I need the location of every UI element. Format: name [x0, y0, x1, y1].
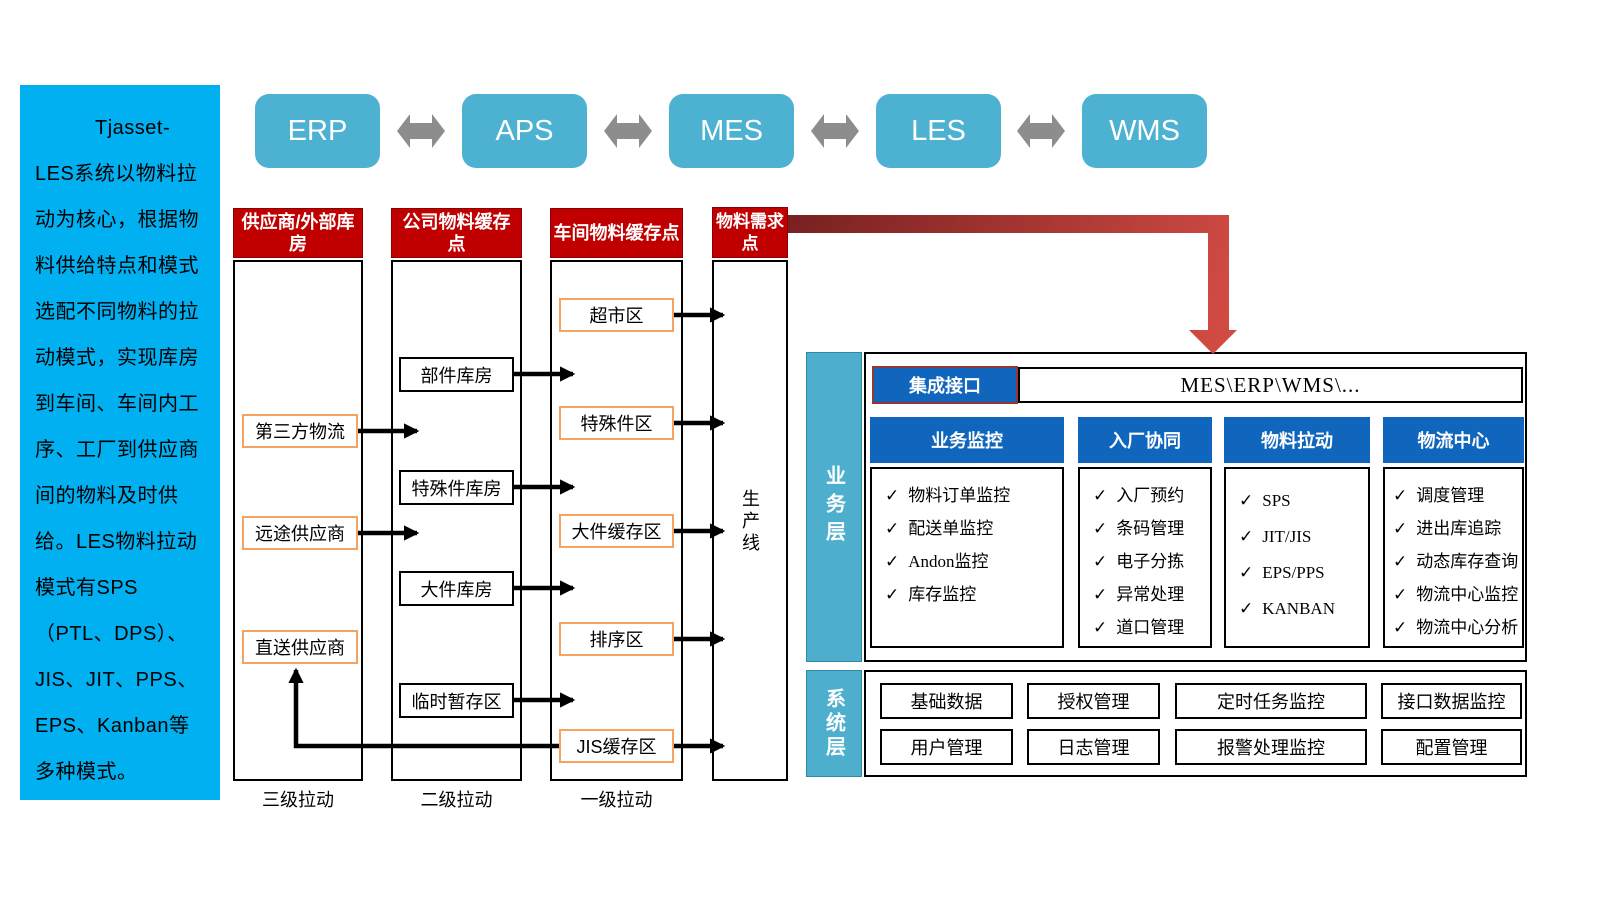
system-button-configuration: 配置管理 [1381, 729, 1522, 765]
check-icon: ✓ [885, 519, 900, 538]
system-button-scheduled-task-monitoring: 定时任务监控 [1175, 683, 1367, 719]
flow-node-temporary-storage: 临时暂存区 [399, 683, 514, 718]
system-button-log-management: 日志管理 [1027, 729, 1160, 765]
checklist-item: ✓库存监控 [885, 585, 977, 604]
checklist-item: ✓物流中心分析 [1393, 618, 1519, 637]
system-button-interface-data-monitoring: 接口数据监控 [1381, 683, 1522, 719]
flow-node-large-parts-warehouse: 大件库房 [399, 571, 514, 606]
check-icon: ✓ [1393, 552, 1408, 571]
check-icon: ✓ [1239, 563, 1254, 582]
checklist-logistics-center: ✓调度管理 ✓进出库追踪 ✓动态库存查询 ✓物流中心监控 ✓物流中心分析 [1383, 467, 1524, 648]
check-icon: ✓ [1239, 491, 1254, 510]
check-icon: ✓ [1093, 552, 1108, 571]
production-line-label: 生产线 [740, 489, 760, 555]
system-button-user-management: 用户管理 [880, 729, 1013, 765]
checklist-item: ✓进出库追踪 [1393, 519, 1502, 538]
check-icon: ✓ [1393, 585, 1408, 604]
check-icon: ✓ [1239, 527, 1254, 546]
system-chain-box-erp: ERP [255, 94, 380, 168]
flow-node-special-parts-warehouse: 特殊件库房 [399, 470, 514, 505]
checklist-item: ✓条码管理 [1093, 519, 1185, 538]
pull-level-label-3: 三级拉动 [262, 790, 334, 810]
intro-panel: Tjasset-LES系统以物料拉动为核心，根据物料供给特点和模式选配不同物料的… [20, 85, 220, 800]
flow-node-jis-buffer-area: JIS缓存区 [559, 729, 674, 763]
pull-level-label-2: 二级拉动 [420, 790, 493, 810]
checklist-item: ✓动态库存查询 [1393, 552, 1519, 571]
checklist-item: ✓JIT/JIS [1239, 527, 1312, 546]
flow-node-special-parts-area: 特殊件区 [559, 406, 674, 440]
intro-text: Tjasset-LES系统以物料拉动为核心，根据物料供给特点和模式选配不同物料的… [35, 117, 199, 783]
checklist-item: ✓道口管理 [1093, 618, 1185, 637]
column-header-demand-point: 物料需求点 [712, 207, 788, 258]
flow-node-third-party-logistics: 第三方物流 [242, 414, 358, 448]
checklist-item: ✓配送单监控 [885, 519, 994, 538]
checklist-material-pull: ✓SPS ✓JIT/JIS ✓EPS/PPS ✓KANBAN [1224, 467, 1370, 648]
checklist-item: ✓EPS/PPS [1239, 563, 1325, 582]
flow-column-demand-point [712, 260, 788, 781]
integration-interface-label: 集成接口 [872, 366, 1018, 404]
flow-node-direct-supplier: 直送供应商 [242, 630, 358, 664]
check-icon: ✓ [885, 585, 900, 604]
system-button-authorization: 授权管理 [1027, 683, 1160, 719]
check-icon: ✓ [1093, 519, 1108, 538]
checklist-business-monitoring: ✓物料订单监控 ✓配送单监控 ✓Andon监控 ✓库存监控 [870, 467, 1064, 648]
checklist-item: ✓物流中心监控 [1393, 585, 1519, 604]
system-layer-sidebar: 系统层 [806, 670, 862, 777]
checklist-item: ✓SPS [1239, 491, 1291, 510]
system-chain-box-les: LES [876, 94, 1001, 168]
system-chain-box-mes: MES [669, 94, 794, 168]
checklist-item: ✓入厂预约 [1093, 486, 1185, 505]
flow-node-sequencing-area: 排序区 [559, 622, 674, 656]
pull-level-label-1: 一级拉动 [580, 790, 653, 810]
integration-systems-value: MES\ERP\WMS\... [1018, 367, 1523, 403]
flow-node-supermarket-area: 超市区 [559, 298, 674, 332]
check-icon: ✓ [885, 552, 900, 571]
checklist-item: ✓异常处理 [1093, 585, 1185, 604]
system-button-alarm-handling-monitoring: 报警处理监控 [1175, 729, 1367, 765]
group-header-inbound-collaboration: 入厂协同 [1078, 417, 1212, 463]
flow-node-large-parts-buffer-area: 大件缓存区 [559, 514, 674, 548]
column-header-supplier: 供应商/外部库房 [233, 208, 363, 258]
check-icon: ✓ [885, 486, 900, 505]
check-icon: ✓ [1093, 585, 1108, 604]
flow-node-long-distance-supplier: 远途供应商 [242, 516, 358, 550]
column-header-workshop-buffer: 车间物料缓存点 [550, 208, 683, 258]
system-chain-box-wms: WMS [1082, 94, 1207, 168]
column-header-company-buffer: 公司物料缓存点 [391, 208, 522, 258]
checklist-item: ✓电子分拣 [1093, 552, 1185, 571]
system-button-base-data: 基础数据 [880, 683, 1013, 719]
checklist-item: ✓调度管理 [1393, 486, 1485, 505]
group-header-logistics-center: 物流中心 [1383, 417, 1524, 463]
check-icon: ✓ [1393, 486, 1408, 505]
system-chain-box-aps: APS [462, 94, 587, 168]
checklist-inbound-collaboration: ✓入厂预约 ✓条码管理 ✓电子分拣 ✓异常处理 ✓道口管理 [1078, 467, 1212, 648]
check-icon: ✓ [1093, 486, 1108, 505]
business-layer-sidebar: 业务层 [806, 352, 862, 662]
flow-node-parts-warehouse: 部件库房 [399, 357, 514, 392]
checklist-item: ✓Andon监控 [885, 552, 989, 571]
check-icon: ✓ [1393, 519, 1408, 538]
check-icon: ✓ [1393, 618, 1408, 637]
group-header-material-pull: 物料拉动 [1224, 417, 1370, 463]
checklist-item: ✓KANBAN [1239, 599, 1335, 618]
check-icon: ✓ [1093, 618, 1108, 637]
group-header-business-monitoring: 业务监控 [870, 417, 1064, 463]
checklist-item: ✓物料订单监控 [885, 486, 1011, 505]
red-demand-arrow [788, 215, 1237, 354]
check-icon: ✓ [1239, 599, 1254, 618]
